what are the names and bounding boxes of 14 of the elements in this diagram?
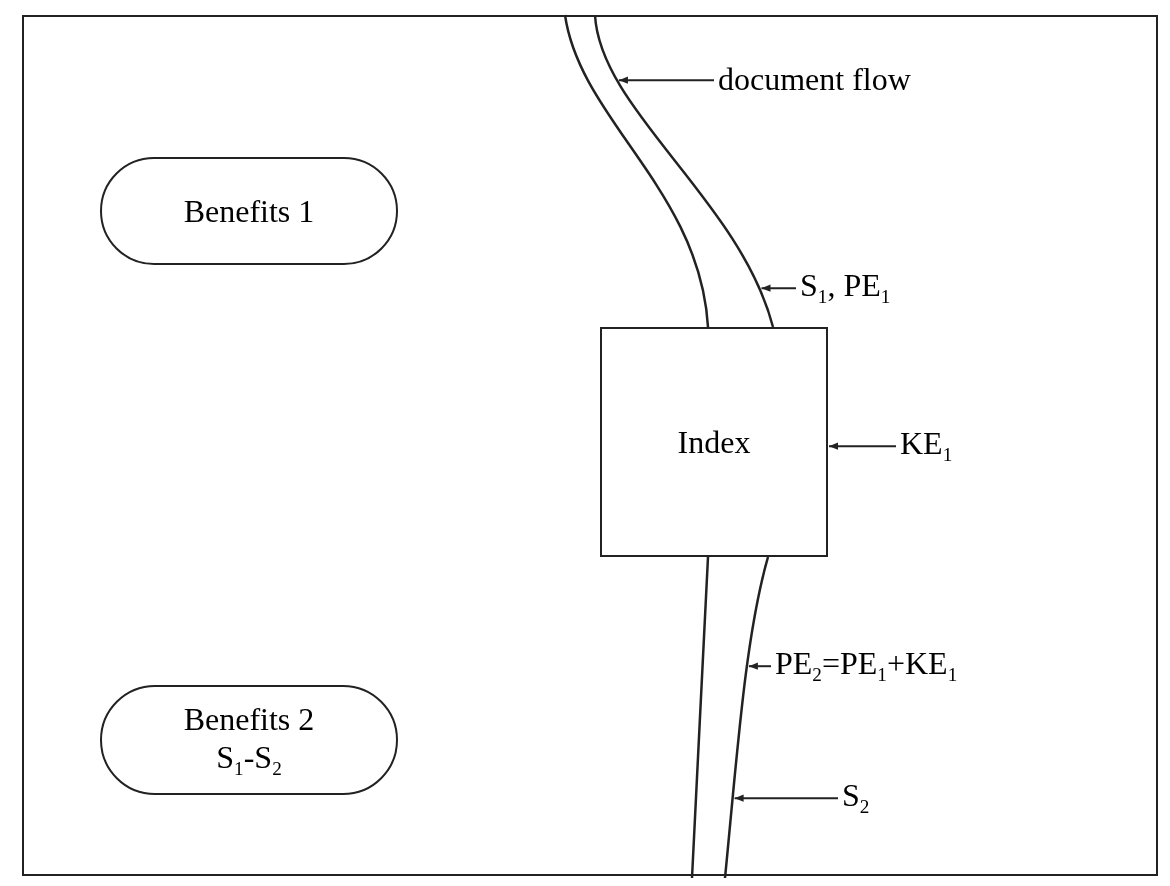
terminal-heading: Benefits 2 [183, 699, 315, 738]
leader-arrow [747, 662, 772, 670]
index-box: Index [600, 327, 828, 557]
leader-arrow [760, 284, 797, 292]
callout-label: KE$_{1}$ [900, 424, 953, 467]
terminal-formula: S$_{1}$-S$_{2}$ [216, 738, 282, 781]
callout-label: S$_{2}$ [842, 776, 870, 819]
callout-label: PE$_{2}$=PE$_{1}$+KE$_{1}$ [775, 644, 958, 687]
callout-label: S$_{1}$, PE$_{1}$ [800, 266, 891, 309]
leader-arrow [617, 76, 715, 84]
callout-label: document flow [718, 60, 911, 99]
leader-arrow [733, 794, 839, 802]
leader-arrow [828, 442, 897, 450]
benefits-terminal: Benefits 1 [100, 157, 398, 265]
